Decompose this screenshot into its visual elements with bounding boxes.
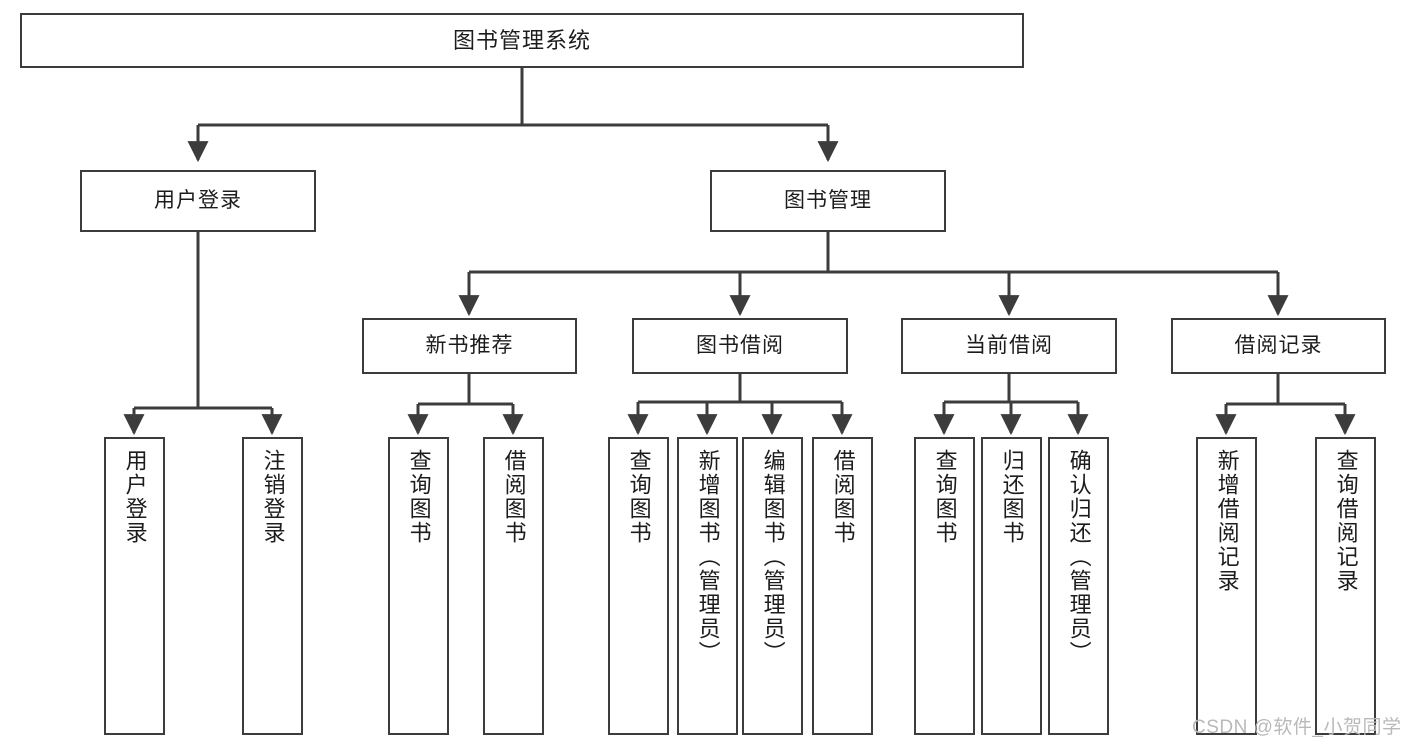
node-user-login[interactable]: 用户登录 <box>80 170 316 232</box>
node-book-management[interactable]: 图书管理 <box>710 170 946 232</box>
leaf-current-query-book-label: 查询图书 <box>932 449 958 545</box>
leaf-current-query-book[interactable]: 查询图书 <box>914 437 975 735</box>
leaf-current-confirm-return-label: 确认归还（管理员） <box>1066 449 1092 665</box>
leaf-borrow-add-book[interactable]: 新增图书（管理员） <box>677 437 738 735</box>
leaf-current-return-book-label: 归还图书 <box>999 449 1025 545</box>
node-book-borrow-label: 图书借阅 <box>696 333 784 357</box>
leaf-records-add-record-label: 新增借阅记录 <box>1214 449 1240 593</box>
leaf-records-query-record[interactable]: 查询借阅记录 <box>1315 437 1376 735</box>
node-current-borrow[interactable]: 当前借阅 <box>901 318 1117 374</box>
leaf-borrow-borrow-book[interactable]: 借阅图书 <box>812 437 873 735</box>
node-book-management-label: 图书管理 <box>784 188 872 212</box>
leaf-borrow-query-book[interactable]: 查询图书 <box>608 437 669 735</box>
leaf-newbook-query-book-label: 查询图书 <box>406 449 432 545</box>
node-current-borrow-label: 当前借阅 <box>965 333 1053 357</box>
node-new-book-recommend[interactable]: 新书推荐 <box>362 318 577 374</box>
watermark: CSDN @软件_小贺同学 <box>1192 717 1402 738</box>
leaf-records-add-record[interactable]: 新增借阅记录 <box>1196 437 1257 735</box>
leaf-user-logout[interactable]: 注销登录 <box>242 437 303 735</box>
leaf-records-query-record-label: 查询借阅记录 <box>1333 449 1359 593</box>
node-user-login-label: 用户登录 <box>154 188 242 212</box>
node-new-book-recommend-label: 新书推荐 <box>425 333 514 357</box>
leaf-user-login-label: 用户登录 <box>122 449 148 545</box>
node-borrow-records[interactable]: 借阅记录 <box>1171 318 1386 374</box>
leaf-borrow-edit-book-label: 编辑图书（管理员） <box>760 449 786 665</box>
leaf-newbook-borrow-book-label: 借阅图书 <box>501 449 527 545</box>
node-book-borrow[interactable]: 图书借阅 <box>632 318 848 374</box>
leaf-borrow-query-book-label: 查询图书 <box>626 449 652 545</box>
leaf-user-login[interactable]: 用户登录 <box>104 437 165 735</box>
leaf-current-return-book[interactable]: 归还图书 <box>981 437 1042 735</box>
leaf-user-logout-label: 注销登录 <box>260 449 286 545</box>
leaf-borrow-borrow-book-label: 借阅图书 <box>830 449 856 545</box>
node-root-label: 图书管理系统 <box>452 27 591 53</box>
node-root[interactable]: 图书管理系统 <box>20 13 1024 68</box>
leaf-current-confirm-return[interactable]: 确认归还（管理员） <box>1048 437 1109 735</box>
leaf-newbook-borrow-book[interactable]: 借阅图书 <box>483 437 544 735</box>
leaf-newbook-query-book[interactable]: 查询图书 <box>388 437 449 735</box>
node-borrow-records-label: 借阅记录 <box>1234 333 1323 357</box>
leaf-borrow-add-book-label: 新增图书（管理员） <box>695 449 721 665</box>
leaf-borrow-edit-book[interactable]: 编辑图书（管理员） <box>742 437 803 735</box>
